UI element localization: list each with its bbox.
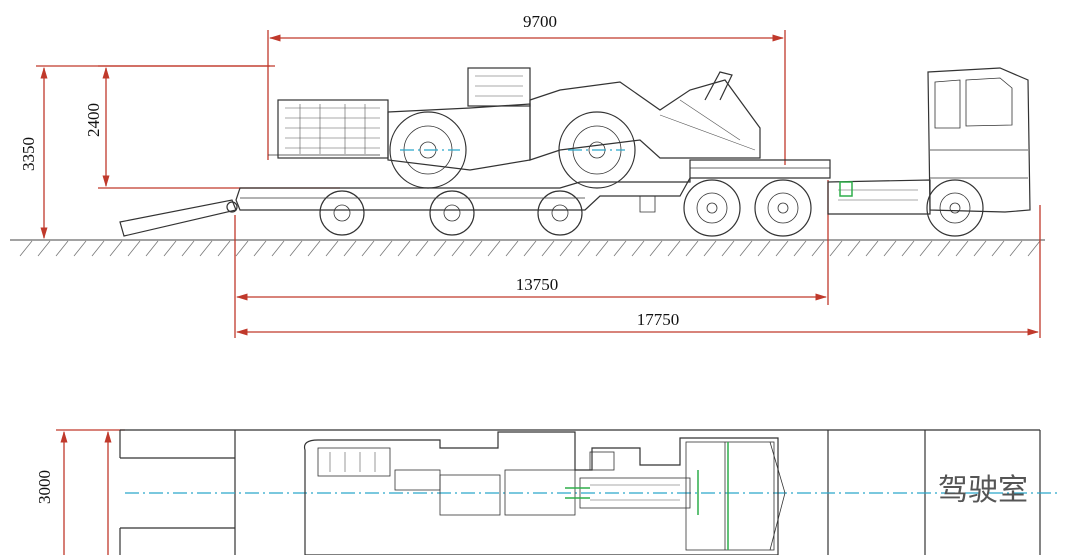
trailer-wheel [537,190,583,236]
dim-label-top-length: 9700 [523,12,557,31]
hatch-stroke [847,240,861,257]
hatch-stroke [883,240,897,257]
hatch-stroke [433,240,447,257]
hatch-stroke [415,240,429,257]
hatch-stroke [919,240,933,257]
dim-label-load-height: 2400 [84,103,103,137]
dimension-total-length: 17750 [235,205,1041,338]
hatch-stroke [91,240,105,257]
hatch-stroke [793,240,807,257]
hatch-stroke [577,240,591,257]
trailer-wheels [319,179,812,237]
trailer-wheel [754,179,812,237]
hatch-stroke [163,240,177,257]
hatch-stroke [487,240,501,257]
hatch-stroke [901,240,915,257]
hatch-stroke [703,240,717,257]
trailer-wheel [319,190,365,236]
hatch-stroke [811,240,825,257]
ground-hatching [19,240,1041,257]
hatch-stroke [235,240,249,257]
hatch-stroke [289,240,303,257]
hatch-stroke [271,240,285,257]
hatch-stroke [379,240,393,257]
hatch-stroke [955,240,969,257]
hatch-stroke [145,240,159,257]
dimension-platform-length: 13750 [234,180,829,338]
hatch-stroke [595,240,609,257]
dimension-width: 3000 [35,429,125,555]
dimension-top-length: 9700 [267,12,786,165]
trailer-wheel [683,179,741,237]
hatch-stroke [361,240,375,257]
hatch-stroke [667,240,681,257]
hatch-stroke [109,240,123,257]
dim-label-platform-length: 13750 [516,275,559,294]
hatch-stroke [505,240,519,257]
top-view: 3000 [35,429,1060,555]
trailer-deck [235,159,831,213]
hatch-stroke [1009,240,1023,257]
hatch-stroke [829,240,843,257]
hatch-stroke [181,240,195,257]
side-view: 9700 3350 2400 13750 17750 [10,12,1045,338]
loader-machine [268,67,761,189]
hatch-stroke [757,240,771,257]
dimension-overall-height: 3350 [19,65,275,240]
hatch-stroke [721,240,735,257]
hatch-stroke [685,240,699,257]
loading-ramp [119,199,238,237]
cab-label: 驾驶室 [938,473,1028,508]
trailer-wheel [429,190,475,236]
hatch-stroke [1027,240,1041,257]
hatch-stroke [775,240,789,257]
hatch-stroke [397,240,411,257]
dim-label-width: 3000 [35,470,54,504]
hatch-stroke [253,240,267,257]
hatch-stroke [55,240,69,257]
hatch-stroke [37,240,51,257]
hatch-stroke [325,240,339,257]
hatch-stroke [865,240,879,257]
hatch-stroke [523,240,537,257]
hatch-stroke [559,240,573,257]
hatch-stroke [973,240,987,257]
hatch-stroke [73,240,87,257]
tractor-truck [827,67,1031,237]
hatch-stroke [199,240,213,257]
hatch-stroke [649,240,663,257]
hatch-stroke [613,240,627,257]
hatch-stroke [991,240,1005,257]
dimension-load-height: 2400 [84,65,340,189]
hatch-stroke [307,240,321,257]
hatch-stroke [451,240,465,257]
hatch-stroke [541,240,555,257]
dim-label-total-length: 17750 [637,310,680,329]
hatch-stroke [343,240,357,257]
ground-line [10,239,1045,257]
hatch-stroke [217,240,231,257]
hatch-stroke [469,240,483,257]
hatch-stroke [937,240,951,257]
hatch-stroke [19,240,33,257]
hatch-stroke [127,240,141,257]
dim-label-overall-height: 3350 [19,137,38,171]
hatch-stroke [631,240,645,257]
loader-machine-plan [303,431,786,555]
hatch-stroke [739,240,753,257]
